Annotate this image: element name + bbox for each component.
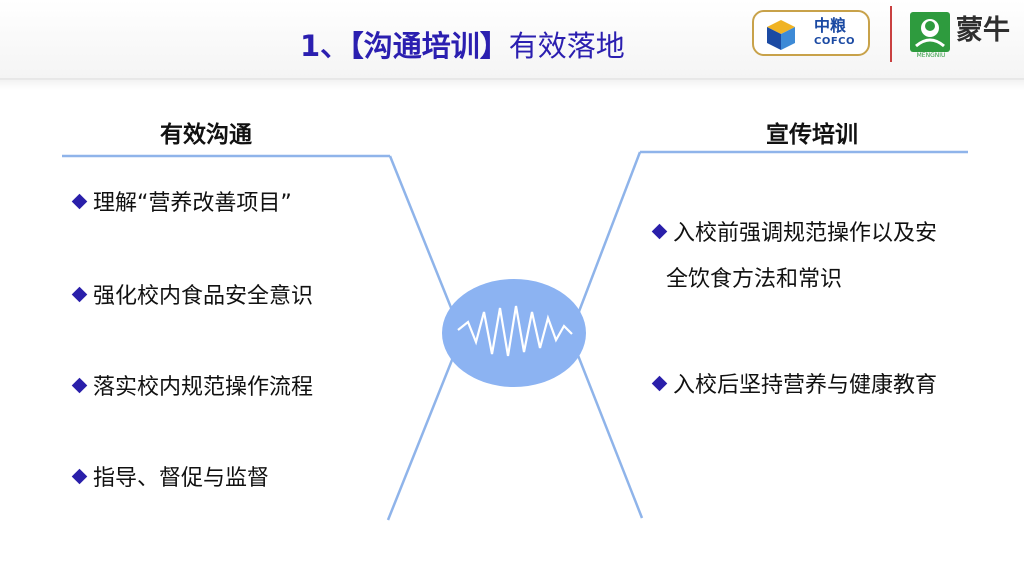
- diamond-bullet-icon: [71, 377, 88, 394]
- mengniu-mark-icon: [910, 12, 950, 52]
- left-heading: 有效沟通: [160, 122, 252, 148]
- left-item-1: 理解“营养改善项目”: [71, 189, 292, 219]
- center-ellipse: [442, 279, 586, 387]
- diamond-bullet-icon: [71, 286, 88, 303]
- cofco-name-cn: 中粮: [814, 16, 847, 35]
- header-shadow: [0, 78, 1024, 90]
- pulse-wave-icon: [457, 305, 573, 357]
- right-heading: 宣传培训: [766, 122, 858, 148]
- logo-divider: [890, 6, 892, 62]
- right-item-1-continuation: 全饮食方法和常识: [666, 267, 843, 292]
- mengniu-name-en: MENGNIU: [916, 52, 946, 59]
- branch-bottom-left: [386, 334, 464, 521]
- cofco-logo: 中粮 COFCO: [752, 10, 870, 56]
- cofco-name-en: COFCO: [814, 36, 856, 47]
- title-bold: 【沟通培训】: [349, 29, 509, 63]
- diamond-bullet-icon: [651, 223, 668, 240]
- diamond-bullet-icon: [71, 468, 88, 485]
- diamond-bullet-icon: [651, 375, 668, 392]
- page-title: 1、【沟通培训】有效落地: [300, 20, 625, 72]
- branch-bottom-right: [568, 334, 644, 519]
- diamond-bullet-icon: [71, 193, 88, 210]
- title-rest: 有效落地: [508, 29, 625, 63]
- branch-top-right: [568, 151, 642, 336]
- branch-top-left: [388, 155, 464, 336]
- cofco-cube-icon: [767, 20, 795, 50]
- mengniu-name-cn: 蒙牛: [956, 15, 1010, 46]
- right-item-1: 入校前强调规范操作以及安: [651, 219, 937, 249]
- title-number: 1、: [300, 29, 350, 63]
- left-item-3: 落实校内规范操作流程: [71, 373, 313, 403]
- left-item-4: 指导、督促与监督: [71, 464, 269, 494]
- left-item-2: 强化校内食品安全意识: [71, 282, 313, 312]
- right-item-2: 入校后坚持营养与健康教育: [651, 371, 937, 401]
